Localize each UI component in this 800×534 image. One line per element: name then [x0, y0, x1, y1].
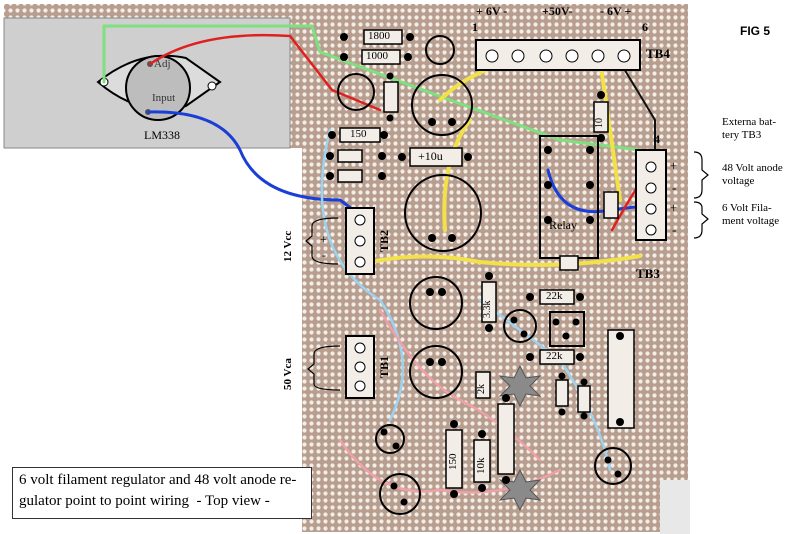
- transistor-2: [503, 309, 537, 343]
- chip-pin-input: Input: [152, 92, 176, 104]
- tb1-side-label: 50 Vca: [282, 358, 294, 390]
- tb2-side-label: 12 Vcc: [282, 230, 294, 262]
- left-brackets: [305, 217, 341, 391]
- capacitor-large-2: [404, 174, 482, 252]
- relay-label: Relay: [549, 218, 577, 232]
- wire-red-adj: [148, 33, 382, 112]
- tb3-sign-3: +: [670, 200, 678, 215]
- solder-points: [326, 33, 624, 506]
- ic-square: [549, 311, 585, 347]
- capacitor-10u: +10u: [418, 149, 443, 163]
- tb4-top-label-a: + 6V -: [476, 4, 508, 18]
- tb3-sign-2: -: [672, 180, 677, 195]
- trimmer-pot: [425, 35, 455, 65]
- capacitor-medium-1: [409, 276, 463, 330]
- capacitor-large-1: [411, 74, 473, 136]
- wire-yellow-2: [360, 254, 642, 267]
- tb2-terminal-block: [345, 207, 375, 275]
- tb4-terminal-block: [475, 39, 641, 71]
- wire-yellow-3: [442, 118, 472, 232]
- external-battery-label: Externa bat- tery TB3: [722, 116, 777, 141]
- tb4-pin-6: 6: [642, 20, 648, 34]
- tb2-plus: +: [320, 232, 327, 246]
- anode-voltage-label: 48 Volt anode voltage: [722, 162, 783, 187]
- tb2-label: TB2: [377, 229, 391, 252]
- tb3-sign-1: +: [670, 158, 678, 173]
- resistor-10: 10: [594, 118, 605, 128]
- wire-green: [102, 24, 642, 152]
- chip-pin-adj: Adj: [154, 58, 171, 70]
- caption-text: 6 volt filament regulator and 48 volt an…: [19, 472, 297, 509]
- chip-name: LM338: [144, 128, 180, 142]
- tb4-top-label-c: - 6V +: [600, 4, 632, 18]
- figure-label: FIG 5: [740, 24, 771, 38]
- resistor-150-b: 150: [447, 453, 459, 471]
- resistor-1800: 1800: [368, 30, 390, 42]
- capacitor-small-2: [337, 73, 375, 111]
- right-brackets: [693, 151, 709, 239]
- resistor-22k-a: 22k: [546, 290, 563, 302]
- resistor-2k: 2k: [476, 384, 487, 394]
- resistor-1000: 1000: [366, 50, 388, 62]
- capacitor-small-1: [379, 473, 421, 515]
- resistor-22k-b: 22k: [546, 350, 563, 362]
- resistor-bodies: [337, 29, 635, 489]
- tb4-label: TB4: [646, 46, 670, 61]
- tb3-pin-4: 4: [654, 132, 660, 146]
- tb4-pin-1: 1: [472, 20, 478, 34]
- tb4-top-label-b: +50V-: [542, 4, 573, 18]
- figure-caption: 6 volt filament regulator and 48 volt an…: [12, 467, 312, 519]
- transistor-1: [375, 424, 405, 454]
- tb1-terminal-block: [345, 335, 375, 399]
- wire-blue-input: [146, 110, 358, 214]
- tb3-sign-4: -: [672, 222, 677, 237]
- resistor-3-3k: 3.3k: [482, 300, 493, 319]
- solder-burst: [498, 364, 542, 512]
- filament-voltage-label: 6 Volt Fila- ment voltage: [722, 202, 780, 227]
- resistor-150-a: 150: [350, 128, 367, 140]
- wire-lightblue-1: [320, 128, 405, 422]
- capacitor-medium-2: [409, 345, 463, 399]
- tb3-label: TB3: [636, 266, 660, 281]
- tb1-label: TB1: [377, 355, 391, 378]
- resistor-10k: 10k: [475, 457, 487, 475]
- tb2-minus: -: [322, 248, 326, 262]
- tb3-terminal-block: [635, 149, 667, 241]
- transistor-3: [594, 447, 632, 485]
